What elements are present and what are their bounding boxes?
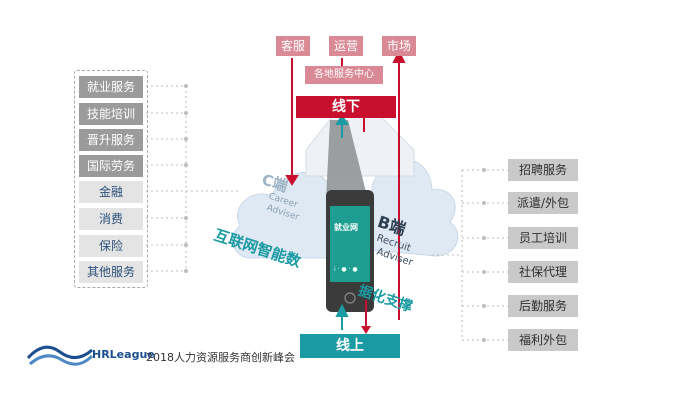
offline-banner: 线下 <box>296 96 396 118</box>
right-service-item: 社保代理 <box>508 261 578 283</box>
left-service-item: 保险 <box>79 235 143 257</box>
right-service-item: 招聘服务 <box>508 159 578 181</box>
building-shape <box>305 111 415 177</box>
online-banner: 线上 <box>300 334 400 358</box>
right-service-item: 福利外包 <box>508 329 578 351</box>
phone-app-sub: i · ● · ● <box>334 266 358 273</box>
left-service-item: 消费 <box>79 208 143 230</box>
up-arrowhead <box>335 114 349 125</box>
left-service-item: 晋升服务 <box>79 129 143 151</box>
left-service-item: 技能培训 <box>79 103 143 125</box>
market-arrowhead <box>392 49 406 63</box>
left-service-item: 其他服务 <box>79 261 143 283</box>
kefu-arrowhead <box>285 175 299 186</box>
service-center-label: 各地服务中心 <box>305 66 383 84</box>
left-service-item: 金融 <box>79 181 143 203</box>
footer-logo-text: HRLeague <box>92 348 155 361</box>
left-services-group: 就业服务 技能培训 晋升服务 国际劳务 金融 消费 保险 其他服务 <box>74 70 148 288</box>
top-label-operations: 运营 <box>329 36 363 56</box>
right-service-item: 员工培训 <box>508 227 578 249</box>
right-service-item: 派遣/外包 <box>508 192 578 214</box>
hrleague-logo-mark <box>26 345 94 366</box>
top-label-market: 市场 <box>382 36 416 56</box>
left-service-item: 就业服务 <box>79 76 143 98</box>
up-arrowhead-bottom <box>335 303 349 317</box>
phone-device <box>326 190 374 312</box>
left-service-item: 国际劳务 <box>79 155 143 177</box>
center-wedge <box>326 120 368 200</box>
right-service-item: 后勤服务 <box>508 295 578 317</box>
phone-app-title: 就业网 <box>334 223 358 232</box>
top-label-service: 客服 <box>276 36 310 56</box>
footer-caption: 2018人力资源服务商创新峰会 <box>146 351 295 364</box>
